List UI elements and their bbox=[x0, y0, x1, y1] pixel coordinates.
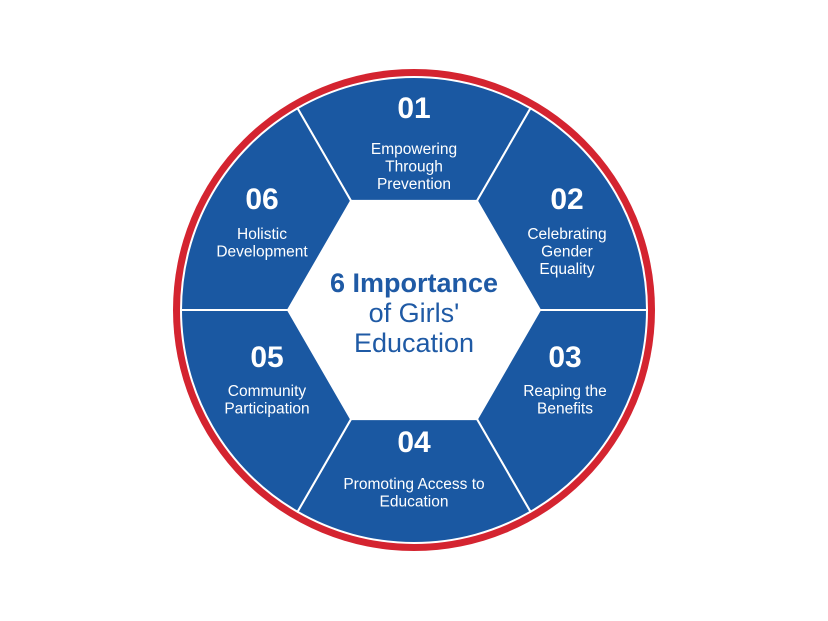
segment-03 bbox=[476, 309, 648, 513]
segment-label-06-line1: Holistic bbox=[237, 226, 287, 243]
segments-group bbox=[180, 76, 648, 544]
segment-label-01-line1: Empowering bbox=[371, 141, 457, 158]
segment-label-01-line3: Prevention bbox=[377, 176, 451, 193]
segment-label-01-line2: Through bbox=[385, 159, 443, 176]
segment-label-05-line2: Participation bbox=[224, 401, 309, 418]
segment-label-02-line2: Gender bbox=[541, 244, 593, 261]
segment-06 bbox=[180, 107, 352, 311]
segment-label-03-line2: Benefits bbox=[537, 401, 593, 418]
segment-number-04: 04 bbox=[397, 426, 431, 459]
segment-number-01: 01 bbox=[397, 92, 430, 125]
segment-number-06: 06 bbox=[245, 183, 278, 216]
segment-04 bbox=[296, 418, 532, 544]
segment-number-03: 03 bbox=[548, 341, 581, 374]
center-title-line1: 6 Importance bbox=[330, 268, 498, 298]
segment-label-06-line2: Development bbox=[216, 244, 308, 261]
center-hexagon bbox=[288, 200, 540, 420]
segment-number-02: 02 bbox=[550, 183, 583, 216]
segment-01 bbox=[296, 76, 532, 202]
segment-label-04-line1: Promoting Access to bbox=[343, 476, 484, 493]
segment-label-02-line3: Equality bbox=[539, 261, 594, 278]
segment-label-02-line1: Celebrating bbox=[527, 226, 606, 243]
segment-label-03-line1: Reaping the bbox=[523, 383, 607, 400]
segment-number-05: 05 bbox=[250, 341, 283, 374]
segment-05 bbox=[180, 309, 352, 513]
center-title-line2: of Girls' bbox=[369, 298, 460, 328]
segment-02 bbox=[476, 107, 648, 311]
segment-label-04-line2: Education bbox=[380, 494, 449, 511]
segment-label-05-line1: Community bbox=[228, 383, 307, 400]
center-title-line3: Education bbox=[354, 328, 474, 358]
